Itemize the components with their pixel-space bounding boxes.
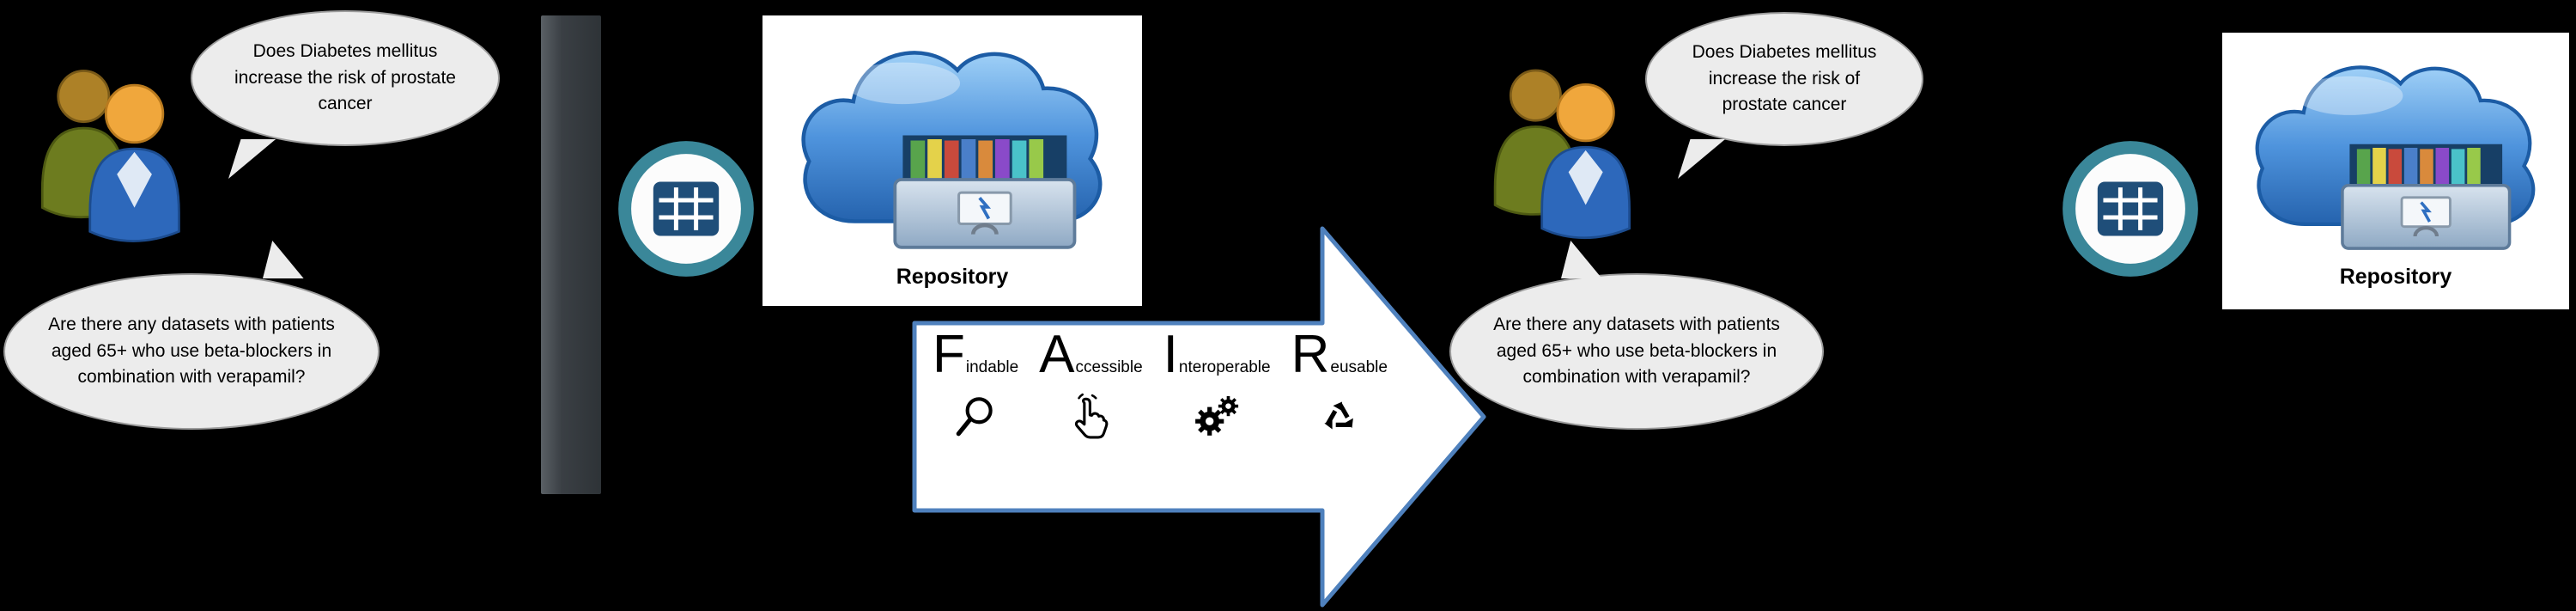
repository-label-right: Repository: [2339, 265, 2452, 289]
arrow-shape: [912, 226, 1486, 608]
fair-letter: I: [1163, 325, 1179, 384]
dataset-grid-icon-right: [2059, 137, 2202, 280]
fair-rest: eusable: [1330, 358, 1388, 376]
question-bubble-diabetes-left: Does Diabetes mellitus increase the risk…: [191, 10, 500, 179]
researchers-icon-graphic: [1493, 69, 1631, 240]
fair-rest: ccessible: [1075, 358, 1143, 376]
hand-select-icon: [1066, 391, 1115, 441]
dataset-grid-icon-graphic: [618, 141, 754, 277]
question-bubble-datasets-right: Are there any datasets with patients age…: [1449, 241, 1824, 430]
magnifier-icon: [951, 391, 999, 441]
fair-letter: R: [1291, 325, 1331, 384]
repository-card-left: Repository: [762, 15, 1142, 306]
question-text: Does Diabetes mellitus increase the risk…: [234, 41, 456, 114]
bubble-tail: [228, 139, 276, 179]
fair-letter: A: [1039, 325, 1076, 384]
cloud-repository-icon: [2255, 65, 2536, 250]
dataset-grid-icon: [615, 137, 757, 280]
bubble-tail: [263, 241, 304, 278]
bubble-tail: [1561, 241, 1602, 278]
question-text: Are there any datasets with patients age…: [1493, 315, 1780, 388]
dataset-grid-icon-graphic: [2063, 141, 2198, 277]
question-text: Are there any datasets with patients age…: [48, 315, 335, 388]
barrier-bar: [541, 15, 601, 494]
fair-letter: F: [933, 325, 966, 384]
cloud-repository-icon: [801, 51, 1103, 249]
fair-rest: nteroperable: [1178, 358, 1271, 376]
question-bubble-datasets-left: Are there any datasets with patients age…: [3, 241, 380, 430]
recycle-icon: [1315, 391, 1364, 441]
researchers-icon-graphic: [40, 70, 180, 242]
researchers-icon: [34, 52, 193, 249]
bubble-tail: [1678, 139, 1726, 179]
repository-label-left: Repository: [896, 265, 1009, 289]
fair-rest: indable: [965, 358, 1019, 376]
question-text: Does Diabetes mellitus increase the risk…: [1692, 42, 1877, 115]
question-bubble-diabetes-right: Does Diabetes mellitus increase the risk…: [1645, 12, 1923, 179]
researchers-icon-right: [1487, 52, 1643, 246]
repository-card-right: Repository: [2222, 33, 2569, 309]
gears-icon: [1193, 391, 1241, 441]
